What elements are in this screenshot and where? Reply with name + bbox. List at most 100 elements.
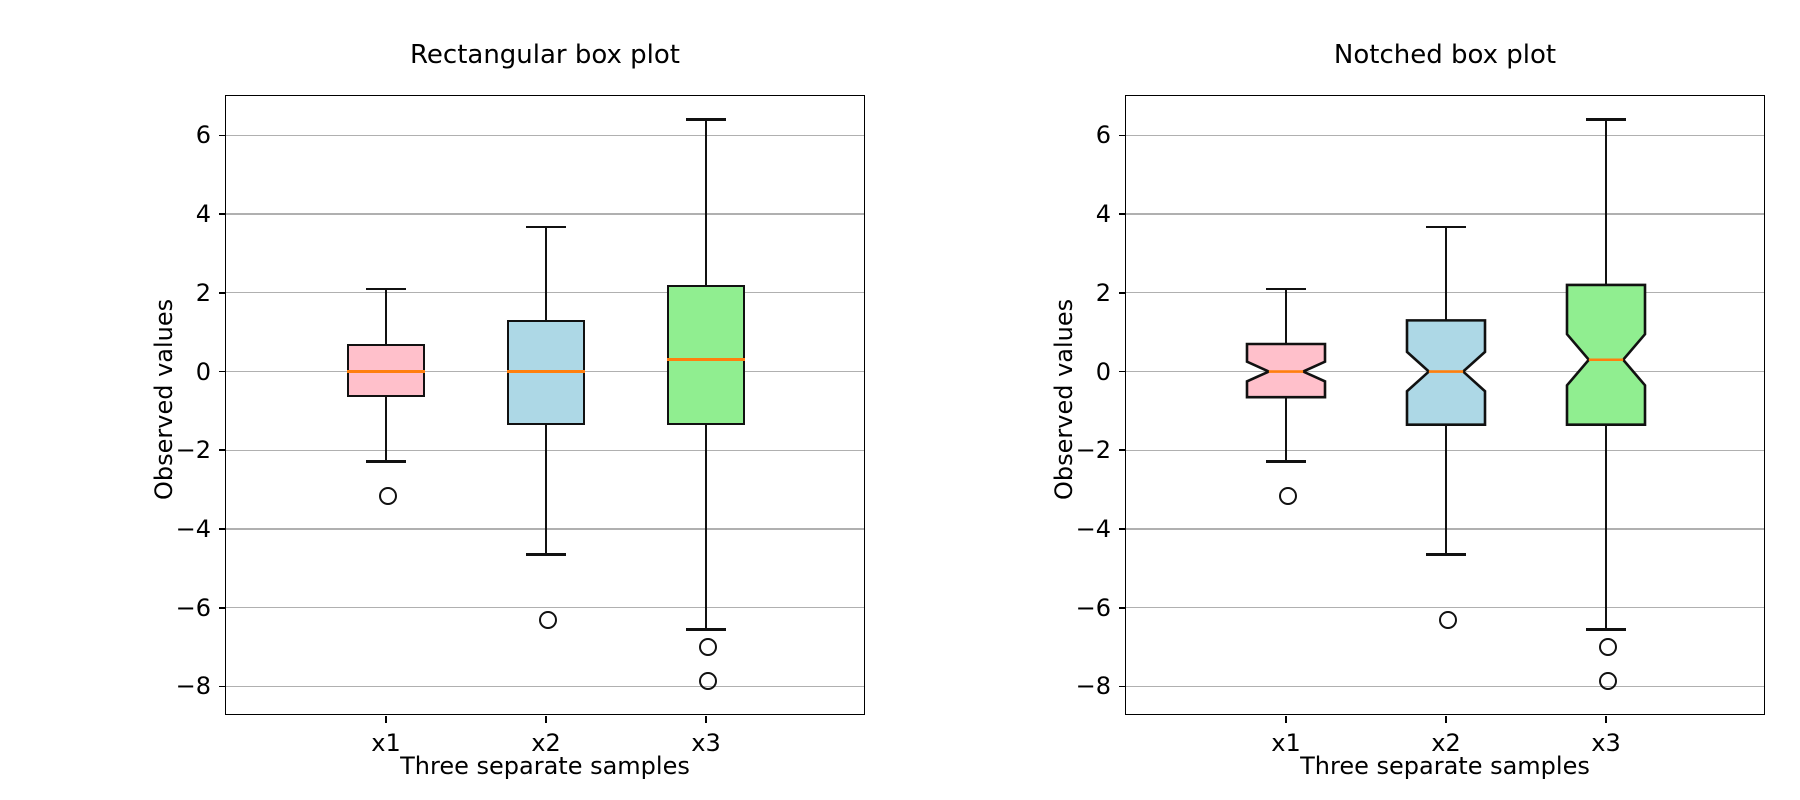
gridline-y (1126, 685, 1764, 688)
x-tick-label-x1: x1 (371, 729, 401, 757)
outlier-point (699, 671, 717, 690)
y-tick-label: 6 (195, 121, 211, 150)
median-line-x2 (507, 370, 585, 373)
x-axis-label-rectangular: Three separate samples (400, 752, 690, 780)
whisker-cap (1426, 553, 1466, 556)
x-tick-label-x3: x3 (691, 729, 721, 757)
outlier-point (1599, 638, 1617, 657)
subplot-title-rectangular: Rectangular box plot (410, 40, 680, 70)
x-tick-label-x2: x2 (1431, 729, 1461, 757)
whisker-line (1444, 424, 1448, 555)
y-tick-label: 4 (195, 200, 211, 229)
gridline-y (226, 607, 864, 609)
gridline-y (226, 213, 864, 215)
whisker-line (384, 288, 388, 344)
y-tick-label: 2 (1095, 278, 1111, 307)
whisker-line (1284, 397, 1288, 462)
x-tick-mark (545, 716, 547, 723)
gridline-y (1126, 213, 1764, 215)
y-tick-mark (219, 370, 226, 373)
whisker-line (1604, 424, 1608, 630)
y-tick-label: 6 (1095, 121, 1111, 150)
outlier-point (379, 487, 397, 506)
y-tick-mark (1119, 292, 1126, 294)
x-tick-label-x2: x2 (531, 729, 561, 757)
gridline-y (1126, 607, 1764, 609)
y-axis-label-notched: Observed values (1050, 298, 1078, 500)
y-axis-label-rectangular: Observed values (150, 298, 178, 500)
whisker-cap (1426, 225, 1466, 229)
y-tick-mark (1119, 449, 1126, 452)
y-tick-mark (219, 606, 226, 609)
outlier-point (1279, 487, 1297, 506)
subplot-notched: Notched box plot 6 4 2 0 −2 −4 −6 −8 x1 x2 x3 Thre… (900, 0, 1800, 800)
whisker-cap (526, 225, 566, 229)
y-tick-mark (219, 449, 226, 452)
whisker-cap (1266, 287, 1306, 291)
y-tick-mark (1119, 685, 1126, 688)
axes-rectangular: 6 4 2 0 −2 −4 −6 −8 x1 x2 x3 (176, 95, 865, 756)
whisker-line (704, 424, 708, 630)
whisker-line (544, 424, 548, 555)
y-tick-label: −6 (175, 593, 211, 622)
y-tick-mark (1119, 213, 1126, 215)
whisker-cap (1586, 628, 1626, 631)
y-tick-label: −6 (1075, 593, 1111, 622)
whisker-line (1604, 119, 1608, 285)
whisker-cap (1266, 460, 1306, 463)
y-tick-label: 0 (195, 357, 211, 386)
y-tick-label: −4 (1075, 515, 1111, 544)
y-tick-mark (219, 528, 226, 530)
x-tick-label-x3: x3 (1591, 729, 1621, 757)
axes-notched: 6 4 2 0 −2 −4 −6 −8 x1 x2 x3 (1076, 95, 1766, 756)
y-tick-mark (1119, 528, 1126, 530)
outlier-point (539, 610, 557, 629)
whisker-cap (686, 118, 726, 121)
x-tick-label-x1: x1 (1271, 729, 1301, 757)
y-tick-label: 2 (195, 278, 211, 307)
y-tick-label: −2 (1075, 436, 1111, 465)
notched-box-x2 (1126, 96, 1766, 716)
subplot-title-notched: Notched box plot (1333, 40, 1557, 70)
gridline-y (1126, 134, 1764, 136)
y-tick-mark (219, 685, 226, 688)
outlier-point (699, 638, 717, 657)
y-tick-mark (1119, 134, 1126, 137)
whisker-cap (366, 287, 406, 291)
y-tick-label: 4 (1095, 200, 1111, 229)
x-tick-mark (1605, 716, 1607, 723)
y-tick-label: −8 (1075, 672, 1111, 701)
whisker-line (704, 119, 708, 285)
whisker-cap (526, 553, 566, 556)
y-tick-label: 0 (1095, 357, 1111, 386)
whisker-line (1284, 288, 1288, 344)
y-tick-mark (219, 292, 226, 294)
whisker-line (1444, 227, 1448, 321)
y-tick-mark (1119, 606, 1126, 609)
x-tick-mark (1285, 716, 1287, 723)
x-axis-label-notched: Three separate samples (1300, 752, 1590, 780)
x-tick-mark (385, 716, 387, 723)
whisker-line (384, 397, 388, 462)
box-x3 (667, 284, 745, 425)
x-tick-mark (1445, 716, 1447, 723)
y-tick-mark (1119, 370, 1126, 373)
whisker-cap (1586, 118, 1626, 121)
median-line-x3 (667, 358, 745, 362)
y-tick-mark (219, 213, 226, 215)
whisker-line (544, 227, 548, 321)
y-tick-label: −4 (175, 515, 211, 544)
notched-box-x1 (1126, 96, 1766, 716)
whisker-cap (686, 628, 726, 631)
y-tick-label: −8 (175, 672, 211, 701)
outlier-point (1599, 671, 1617, 690)
notched-box-x3 (1126, 96, 1766, 716)
x-tick-mark (705, 716, 707, 723)
gridline-y (226, 134, 864, 136)
gridline-y (226, 685, 864, 688)
whisker-cap (366, 460, 406, 463)
median-line-x1 (347, 370, 425, 373)
y-tick-label: −2 (175, 436, 211, 465)
